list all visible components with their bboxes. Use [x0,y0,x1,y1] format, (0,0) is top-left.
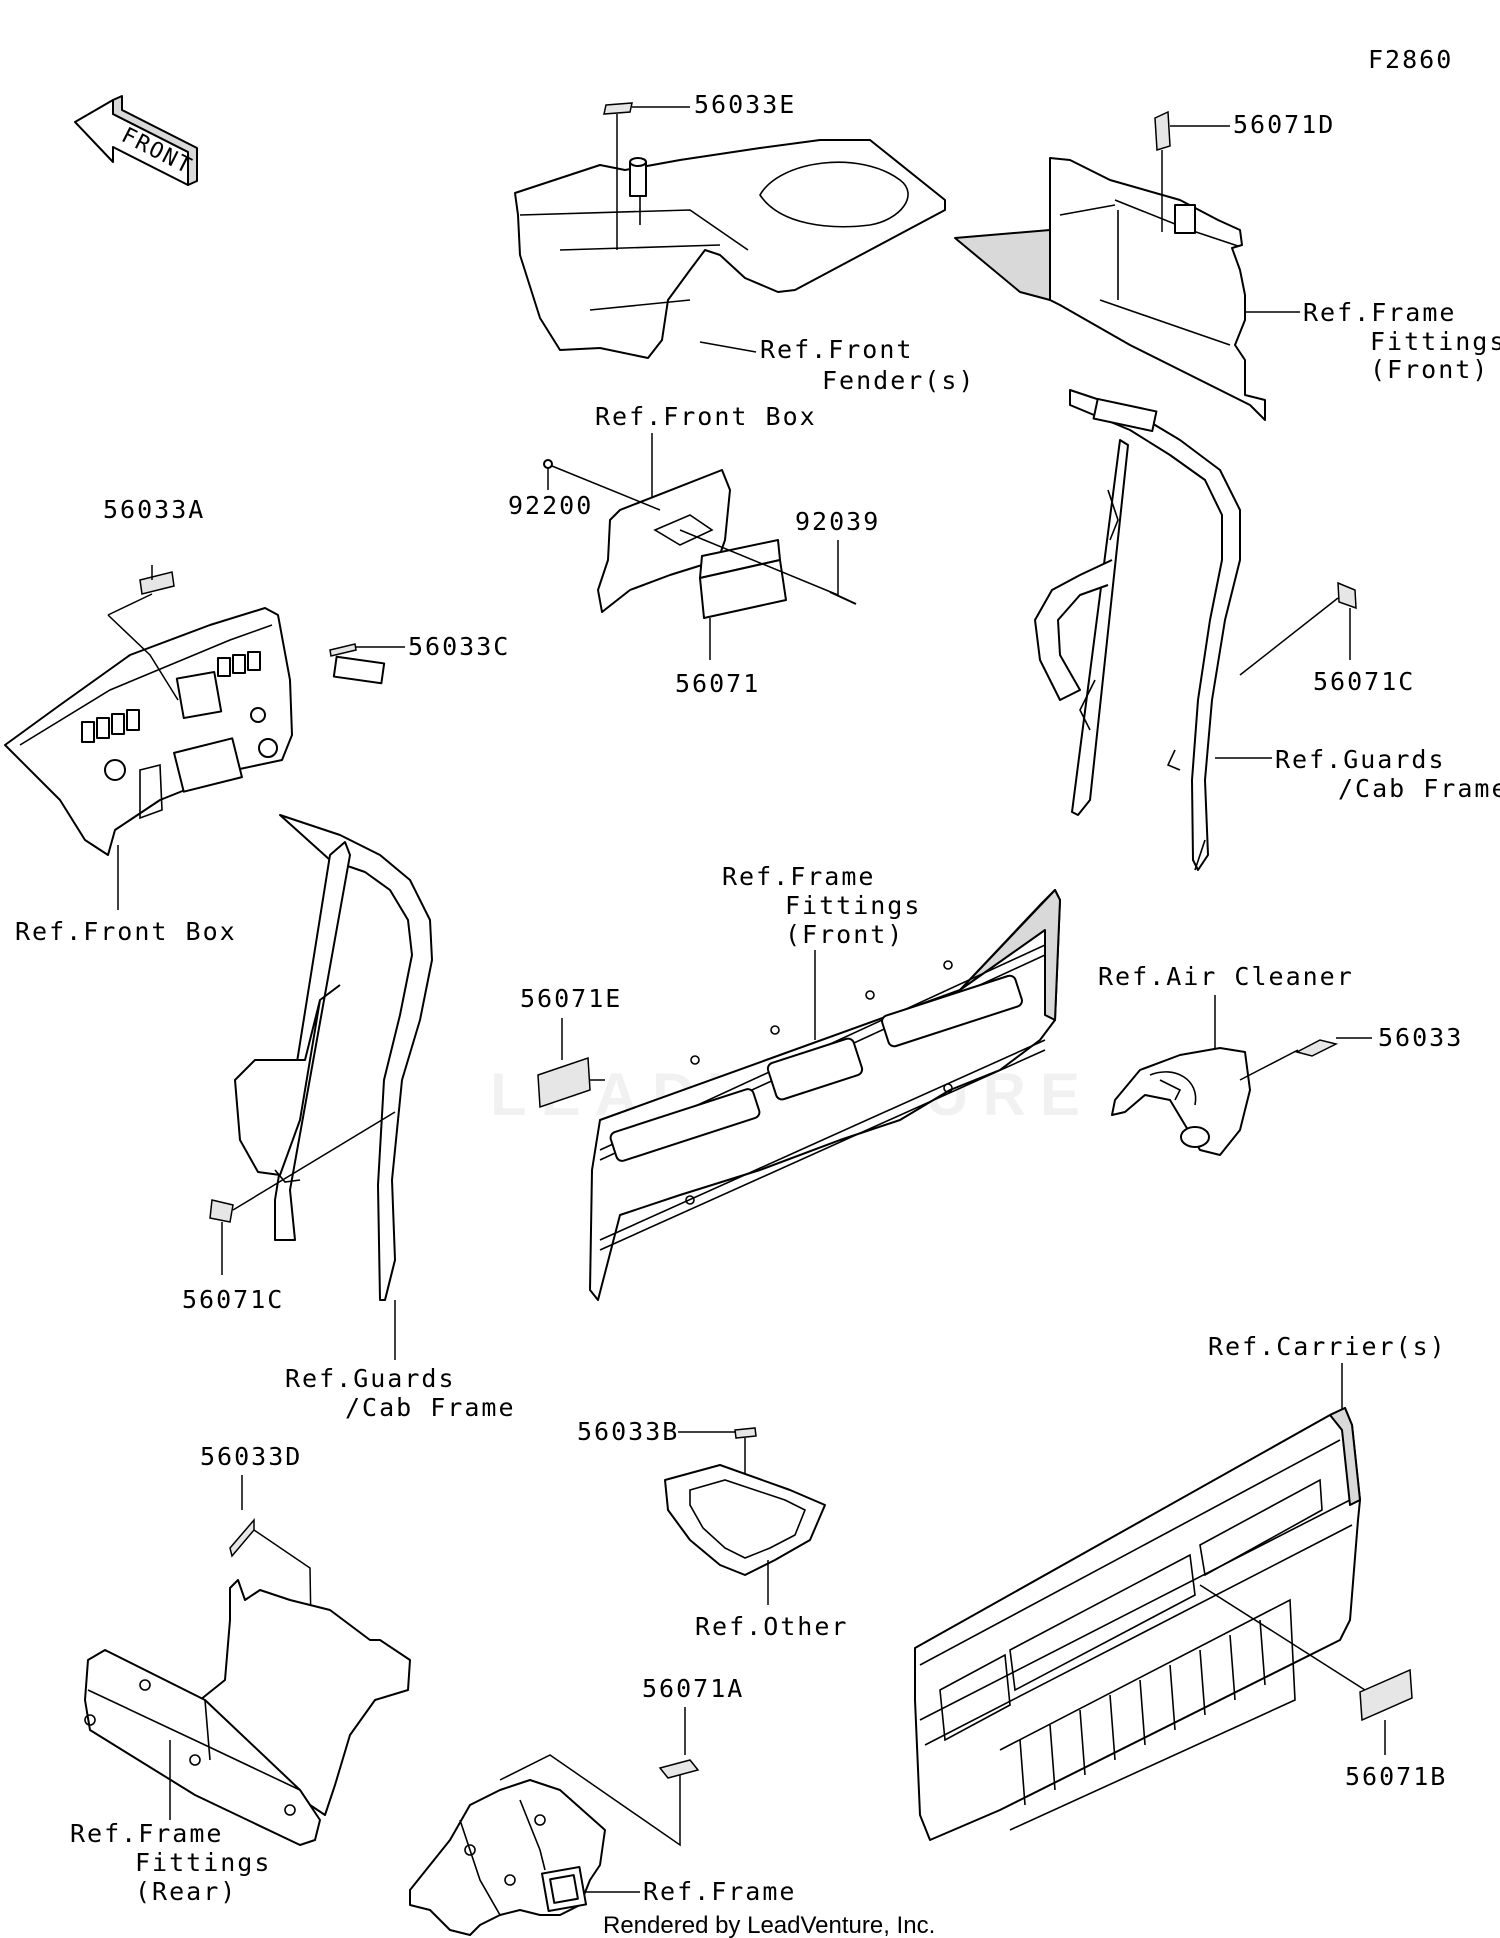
label-56071C-right-text: 56071C [1313,667,1415,696]
cab-frame-left-part [234,655,433,1301]
air-cleaner-part [1111,1047,1251,1156]
label-56033C-text: 56033C [408,632,510,661]
label-56033D [229,1517,255,1558]
ref-front-fender-text-1: Ref.Front [760,335,913,364]
frame-part [409,1779,606,1936]
frame-fittings-front-part [954,157,1266,421]
label-56071A-text: 56071A [642,1674,744,1703]
ref-frame-fittings-rear-text-2: Fittings [135,1848,271,1877]
dashboard-part [4,607,293,856]
label-56033-text: 56033 [1378,1023,1463,1052]
front-arrow-icon: FRONT [74,95,198,186]
ref-air-cleaner-text: Ref.Air Cleaner [1098,962,1354,991]
figure-code: F2860 [1368,45,1453,74]
ref-frame-fittings-front-text-3: (Front) [1370,355,1489,384]
ref-frame-fittings-front-b-text-1: Ref.Frame [722,862,875,891]
ref-frame-fittings-rear-text-3: (Rear) [135,1877,237,1906]
ref-frame-fittings-rear-text-1: Ref.Frame [70,1819,223,1848]
ref-frame-fittings-front-text-2: Fittings [1370,327,1500,356]
label-56033A [139,571,175,595]
label-56071C-left-text: 56071C [182,1285,284,1314]
ref-front-box-left-text: Ref.Front Box [15,917,237,946]
label-92200-text: 92200 [508,491,593,520]
label-56033D-text: 56033D [200,1442,302,1471]
label-56071C-right [1337,581,1357,610]
frame-fittings-front-panel-part [589,889,1061,1301]
label-56033C [329,643,357,657]
ref-guards-right-text-1: Ref.Guards [1275,745,1446,774]
label-56033B [734,1427,757,1439]
ref-carriers-text: Ref.Carrier(s) [1208,1332,1447,1361]
cover-part [664,1464,826,1576]
screw-92200 [543,459,553,469]
ref-other-text: Ref.Other [695,1612,848,1641]
label-56071C-left [209,1199,234,1223]
ref-front-box-top-text: Ref.Front Box [595,402,817,431]
label-56071E [537,1056,591,1109]
label-56071D-text: 56071D [1233,110,1335,139]
label-56071B-text: 56071B [1345,1762,1447,1791]
ref-guards-right-text-2: /Cab Frame [1338,774,1500,803]
label-56033A-text: 56033A [103,495,205,524]
label-56071E-text: 56071E [520,984,622,1013]
front-fender-part [514,139,946,359]
ref-frame-fittings-front-b-text-2: Fittings [785,891,921,920]
label-56071-text: 56071 [675,669,760,698]
screw-92039 [829,591,857,605]
ref-guards-left-text-2: /Cab Frame [345,1393,516,1422]
ref-frame-fittings-front-text-1: Ref.Frame [1303,298,1456,327]
label-56033E [603,102,633,115]
label-56071A [658,1759,700,1779]
front-box-lid-part [597,469,787,619]
footer-credit: Rendered by LeadVenture, Inc. [603,1912,935,1938]
carrier-tailgate-part [914,1407,1361,1841]
ref-frame-fittings-front-b-text-3: (Front) [785,920,904,949]
label-56033B-text: 56033B [577,1417,679,1446]
label-56033E-text: 56033E [694,90,796,119]
label-56071B [1359,1668,1413,1722]
label-56033 [1294,1039,1339,1057]
cab-frame-right-part [1034,389,1241,871]
label-92039-text: 92039 [795,507,880,536]
ref-front-fender-text-2: Fender(s) [822,366,975,395]
ref-guards-left-text-1: Ref.Guards [285,1364,456,1393]
label-56071D [1154,110,1171,151]
ref-frame-text: Ref.Frame [643,1877,796,1906]
frame-fittings-rear-part [84,1579,411,1846]
